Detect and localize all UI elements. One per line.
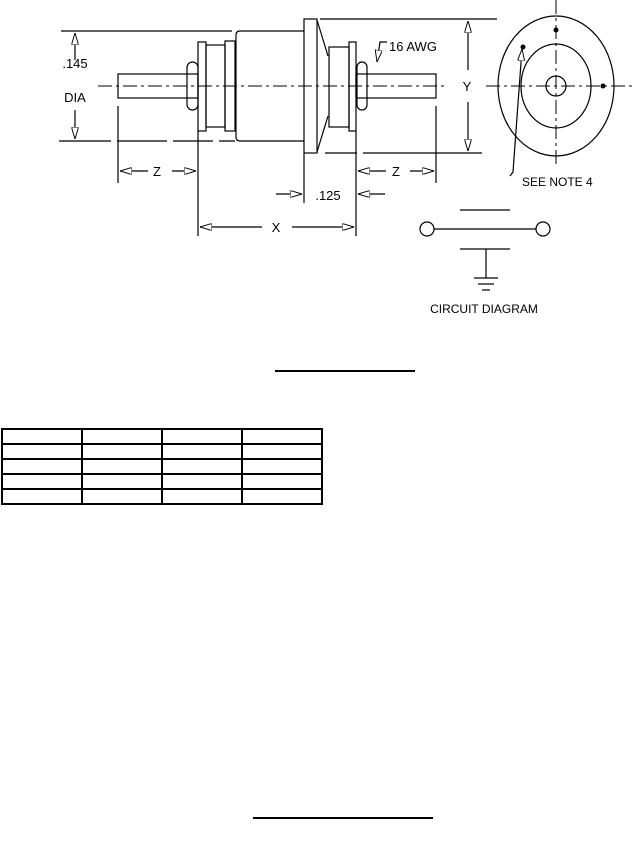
dia-value: .145 xyxy=(62,56,87,71)
table-row xyxy=(1,473,323,490)
main-body xyxy=(235,30,304,142)
big-flange xyxy=(303,18,318,154)
dim-z-left: Z xyxy=(153,164,161,179)
end-view-inner xyxy=(520,43,592,129)
table-row xyxy=(1,458,323,475)
dim-125: .125 xyxy=(315,188,340,203)
end-view-outer xyxy=(497,15,615,157)
dia-label: DIA xyxy=(64,90,86,105)
dimension-table xyxy=(1,428,323,505)
dim-z-right: Z xyxy=(392,164,400,179)
wire-gauge-label: 16 AWG xyxy=(389,39,437,54)
dim-y: Y xyxy=(463,79,472,94)
end-view-pin xyxy=(545,75,567,97)
circuit-diagram: CIRCUIT DIAGRAM xyxy=(419,209,551,316)
right-shaft xyxy=(355,73,437,99)
dim-x: X xyxy=(272,220,281,235)
table-row xyxy=(1,443,323,460)
table-row xyxy=(1,428,323,445)
table-row xyxy=(1,488,323,505)
flange-2 xyxy=(224,40,236,132)
note-reference: SEE NOTE 4 xyxy=(522,175,593,189)
circuit-title: CIRCUIT DIAGRAM xyxy=(430,302,538,316)
